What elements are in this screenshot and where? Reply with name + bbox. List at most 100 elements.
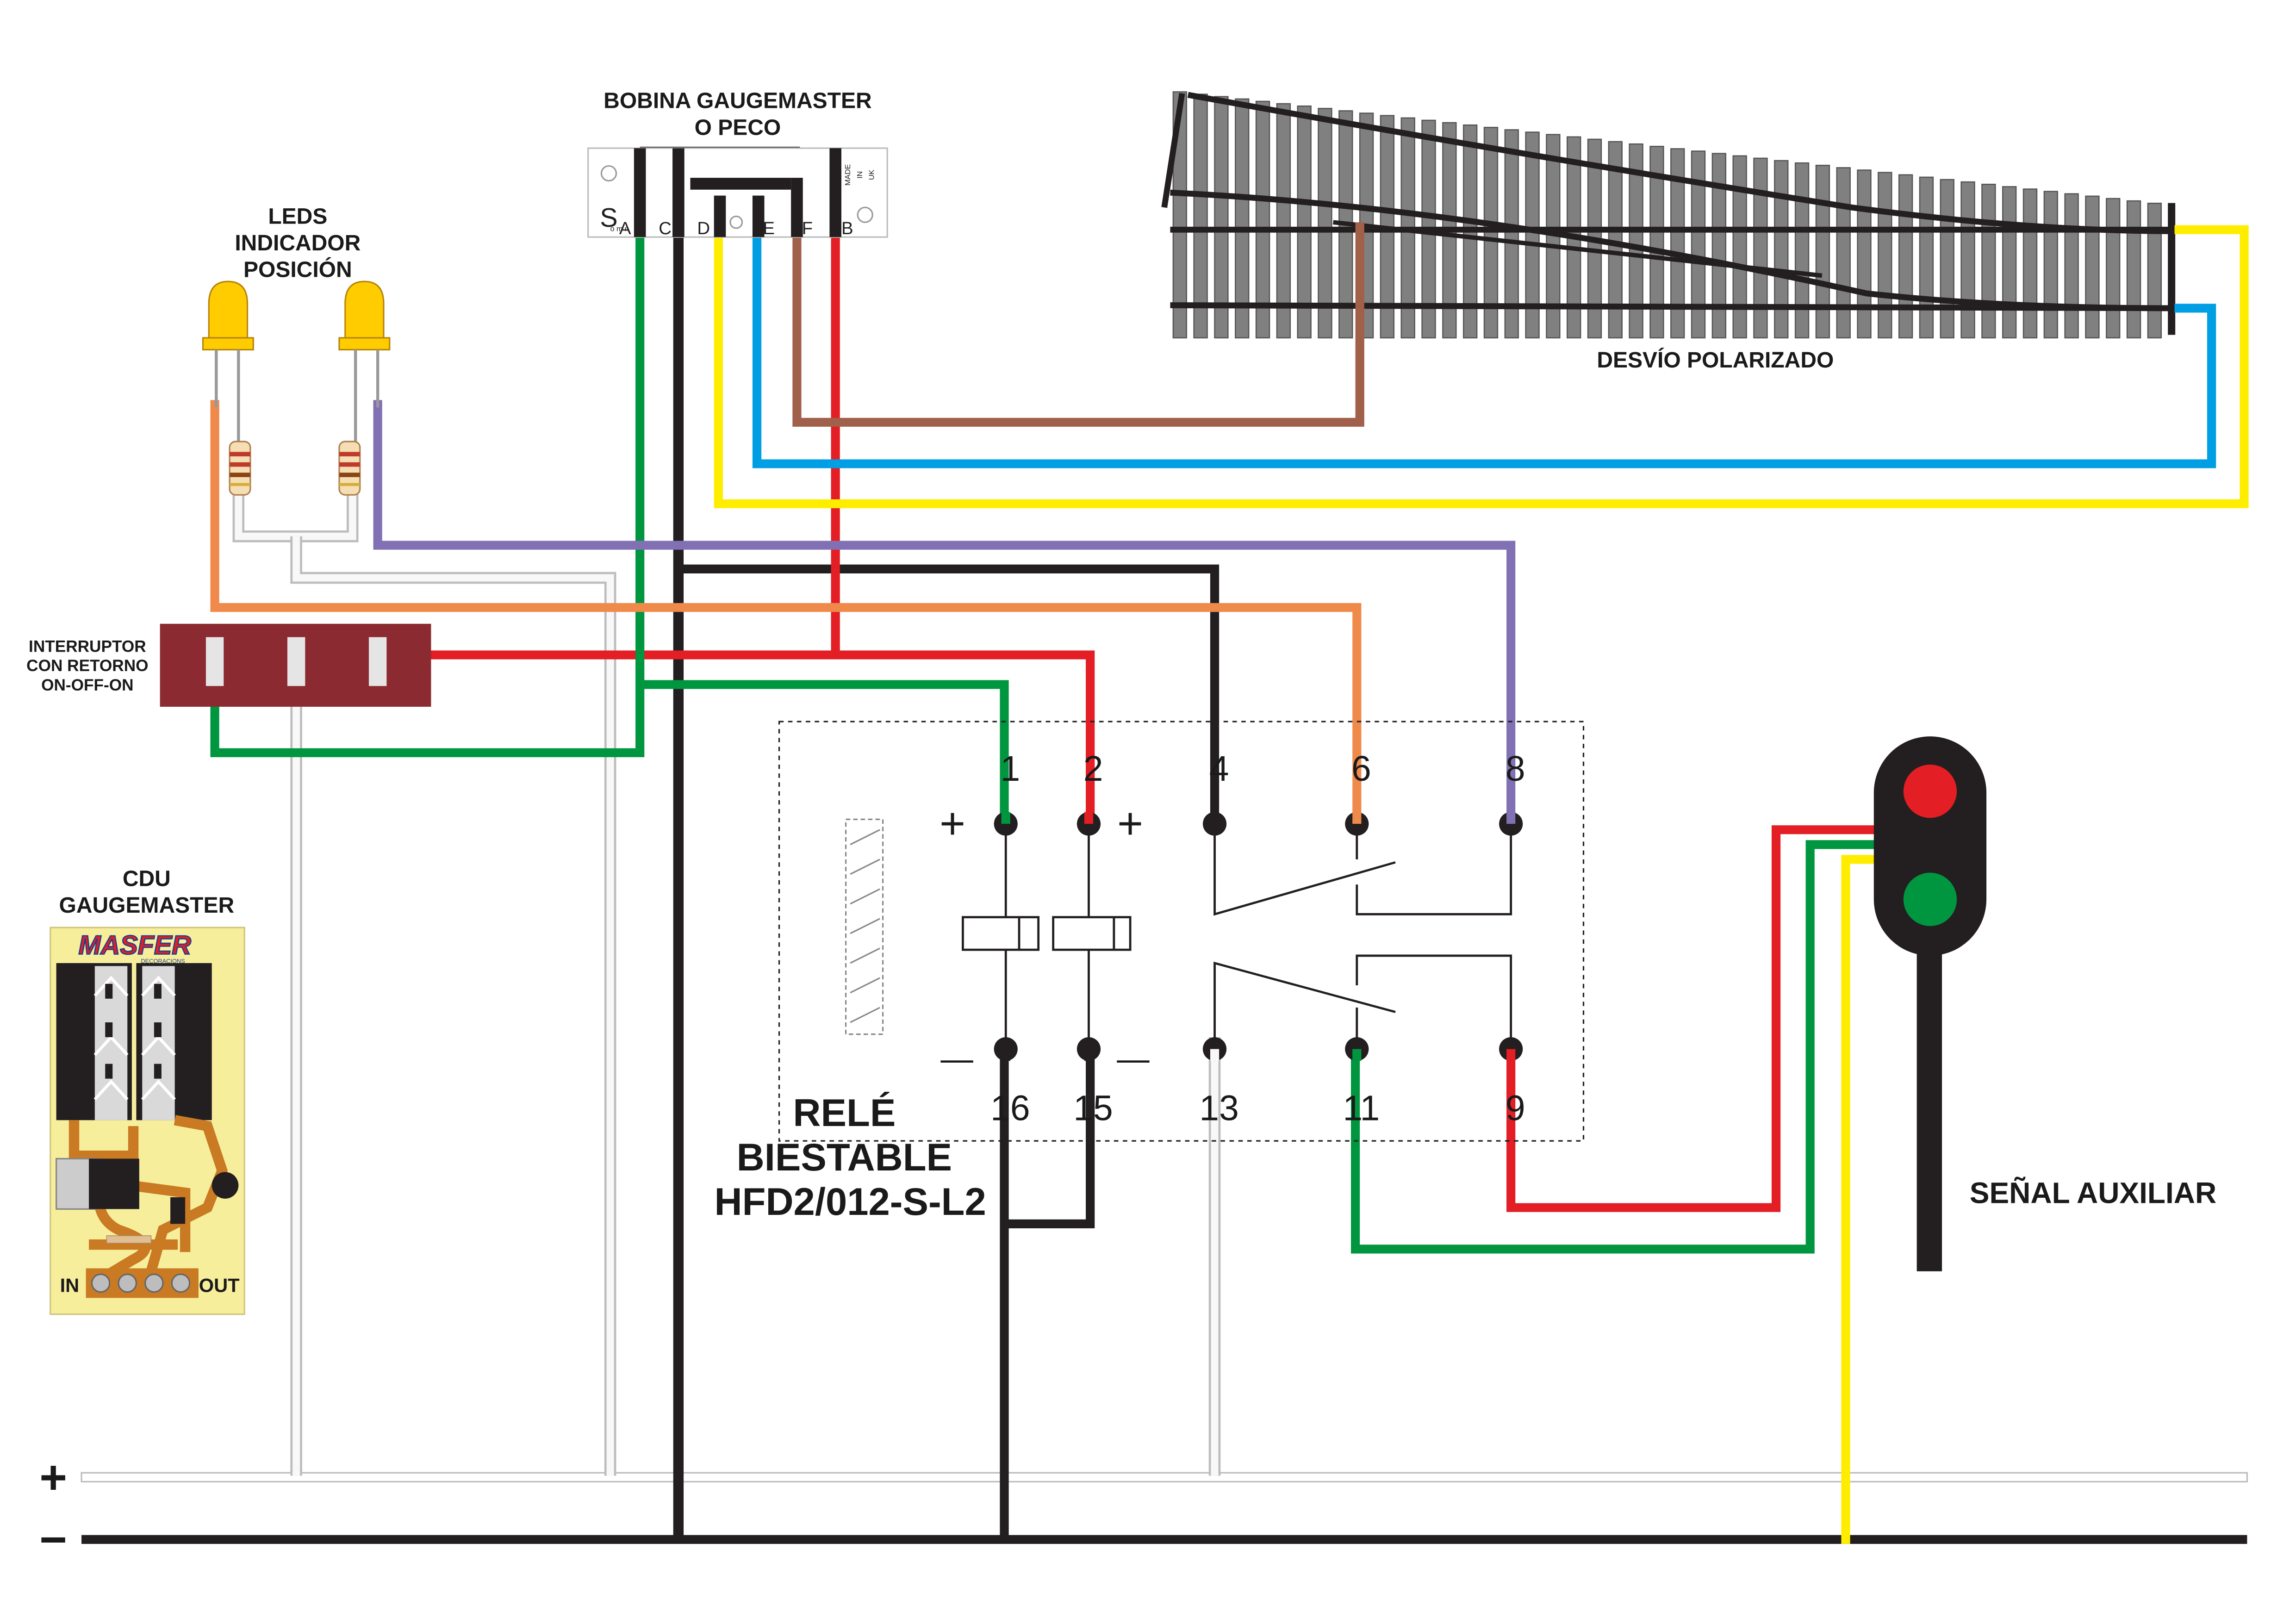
relay-pin-wire-16 — [1001, 1049, 1010, 1061]
relay-pin-wire-9 — [1506, 1049, 1516, 1061]
relay-contacts — [1213, 824, 1512, 1048]
purple-wire-led-pin8 — [373, 400, 1516, 822]
relay-pin-11 — [1345, 1037, 1369, 1061]
switch-label-line3: ON-OFF-ON — [41, 676, 133, 694]
turnout-sleeper — [1504, 129, 1519, 339]
relay-pin-label-1: 1 — [1000, 749, 1020, 789]
negative-rail-label: − — [39, 1513, 67, 1566]
turnout-sleeper — [1276, 103, 1291, 339]
turnout-rail-bottom — [1170, 302, 2175, 311]
relay-label-line3: HFD2/012-S-L2 — [715, 1180, 986, 1223]
turnout-sleeper — [1193, 93, 1208, 339]
relay-pin-label-13: 13 — [1199, 1088, 1238, 1128]
signal-red-lamp — [1903, 764, 1957, 818]
cdu-brand-sub: DECORACIONS — [141, 958, 185, 965]
turnout-label: DESVÍO POLARIZADO — [1597, 348, 1834, 373]
leds-label-line1: LEDS — [268, 204, 327, 229]
turnout-sleeper — [1753, 157, 1768, 339]
turnout-sleeper — [1774, 160, 1789, 339]
coil-title-line1: BOBINA GAUGEMASTER — [604, 89, 871, 113]
switch-label-line1: INTERRUPTOR — [29, 638, 146, 656]
relay-pin-15 — [1076, 1037, 1101, 1061]
coil-screw-right — [857, 206, 873, 223]
relay-pin-label-9: 9 — [1506, 1088, 1525, 1128]
turnout-sleeper — [2064, 193, 2079, 339]
turnout-sleepers — [1172, 91, 2162, 339]
relay-pin-label-8: 8 — [1506, 749, 1525, 789]
relay-pin-wire-1 — [1001, 812, 1010, 824]
leds-label-line2: INDICADOR — [235, 231, 361, 255]
turnout-sleeper — [1857, 169, 1872, 339]
relay-coil2-minus: — — [1117, 1040, 1150, 1077]
relay-pin-wire-15 — [1084, 1049, 1094, 1061]
turnout-sleeper — [2043, 191, 2058, 339]
on-off-on-switch: INTERRUPTOR CON RETORNO ON-OFF-ON — [26, 623, 431, 707]
relay-pin-13 — [1202, 1037, 1227, 1061]
cdu-led — [212, 1172, 239, 1199]
coil-terminal-d: D — [697, 218, 710, 238]
cdu-in-label: IN — [60, 1275, 80, 1296]
turnout-sleeper — [2126, 200, 2141, 339]
green-wire-pin1 — [640, 680, 1009, 822]
relay-pin-16 — [994, 1037, 1018, 1061]
turnout-sleeper — [1960, 181, 1975, 339]
switch-terminal-center — [287, 637, 305, 686]
white-wires — [232, 489, 1221, 1476]
cdu-label-line1: CDU — [123, 866, 171, 891]
relay-label-line1: RELÉ — [793, 1091, 896, 1134]
wires — [210, 146, 2249, 1544]
turnout-sleeper — [2106, 198, 2121, 339]
coil-screw-left — [600, 165, 617, 182]
switch-terminal-right — [368, 637, 387, 686]
power-rails: + − — [39, 1450, 2248, 1566]
turnout-frog — [1333, 220, 1823, 278]
signal-label: SEÑAL AUXILIAR — [1970, 1176, 2216, 1210]
turnout-sleeper — [1318, 108, 1332, 339]
switch-label-line2: CON RETORNO — [26, 657, 148, 675]
turnout-rail-diverging-outer — [1161, 92, 2175, 234]
cdu-brand: MASFER — [79, 931, 192, 960]
resistor-right — [338, 441, 361, 496]
coil-side-small: o m n — [610, 225, 629, 233]
black-wire-pin4 — [678, 564, 1220, 822]
green-wire-pin11-signal — [1350, 840, 1879, 1254]
turnout-sleeper — [1836, 167, 1851, 339]
turnout-sleeper — [1815, 165, 1830, 339]
positive-rail-label: + — [39, 1450, 67, 1504]
red-wire-pin9-signal — [1506, 825, 1879, 1212]
coil-side-mark: S — [600, 203, 617, 233]
black-wire-pin16-15 — [1000, 1052, 1095, 1538]
relay-coil1-minus: — — [940, 1040, 973, 1077]
turnout-sleeper — [2002, 186, 2017, 339]
turnout-sleeper — [1981, 183, 1996, 339]
relay-armature — [845, 818, 884, 1035]
relay-pin-wire-6 — [1352, 812, 1362, 824]
relay-pin-wire-11 — [1352, 1049, 1362, 1061]
relay-coil1-plus: + — [940, 799, 965, 848]
coil-terminal-c: C — [659, 218, 672, 238]
orange-wire-led-pin6 — [210, 400, 1362, 822]
relay-pin-label-6: 6 — [1351, 749, 1371, 789]
coil-title-line2: O PECO — [695, 115, 781, 140]
relay-pin-wire-13 — [1210, 1049, 1220, 1061]
turnout-sleeper — [2147, 202, 2162, 339]
coil-made-word: MADE — [844, 164, 852, 186]
leds-label-line3: POSICIÓN — [243, 257, 352, 282]
coil-terminal-b: B — [841, 218, 853, 238]
auxiliary-signal: SEÑAL AUXILIAR — [1873, 736, 2216, 1271]
coil-terminal-f: F — [802, 218, 813, 238]
positive-rail — [81, 1472, 2248, 1483]
relay-outline — [778, 721, 1585, 1142]
turnout-sleeper — [1878, 172, 1892, 339]
yellow-wire-coil-d-track — [714, 225, 2249, 509]
negative-rail — [81, 1535, 2247, 1544]
relay-pin-wire-4 — [1210, 812, 1220, 824]
relay-pin-wire-2 — [1084, 812, 1094, 824]
led-left — [202, 280, 254, 445]
turnout-sleeper — [1732, 155, 1747, 339]
